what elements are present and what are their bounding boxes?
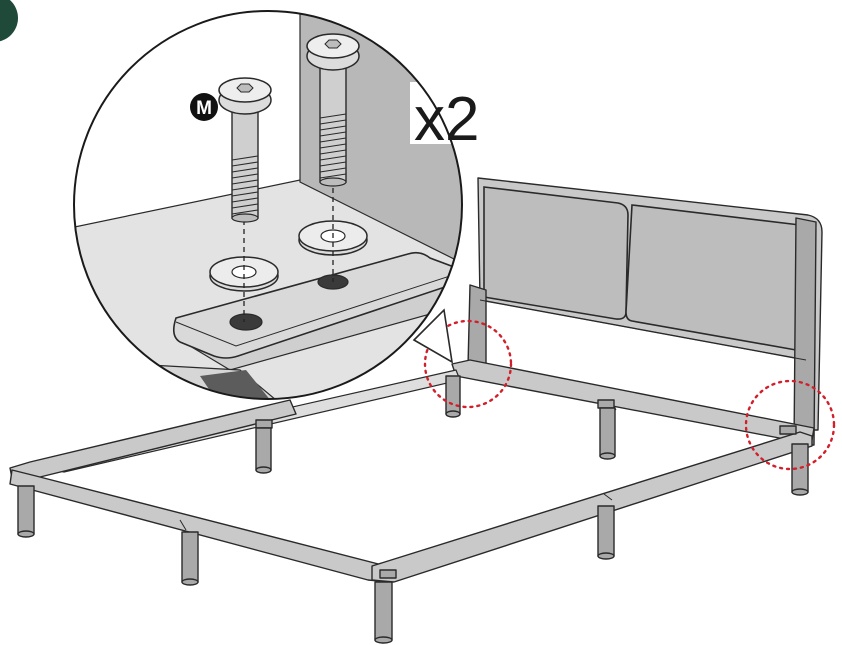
hex-bolt-icon: [218, 77, 272, 223]
bed-frame: [9, 359, 815, 583]
headboard-pad-left: [483, 186, 629, 320]
headboard: [467, 177, 823, 446]
head-rail: [451, 359, 815, 443]
leg-foot-mid: [181, 531, 199, 586]
leg-foot-left: [17, 485, 35, 538]
bed-legs: [17, 375, 809, 644]
leg-head-left: [445, 375, 461, 418]
foot-rail: [9, 469, 395, 583]
magnifier-pointer: [412, 308, 454, 364]
magnifier-detail: [74, 11, 462, 399]
magnifier-ring: [73, 10, 463, 400]
part-badge: M: [190, 93, 218, 121]
leg-right-mid: [597, 505, 615, 560]
hex-bolt-icon: [306, 33, 360, 187]
left-side-rail: [9, 399, 297, 479]
quantity-label: x2: [414, 85, 479, 154]
leg-foot-right: [374, 581, 393, 644]
right-side-rail: [371, 431, 813, 583]
callout-circle-head-right: [744, 379, 836, 471]
part-badge-letter: M: [196, 98, 212, 119]
corner-tab: [0, 0, 18, 42]
callout-circle-head-left: [423, 319, 513, 409]
leg-center-back: [255, 427, 272, 474]
leg-head-mid: [599, 407, 616, 460]
